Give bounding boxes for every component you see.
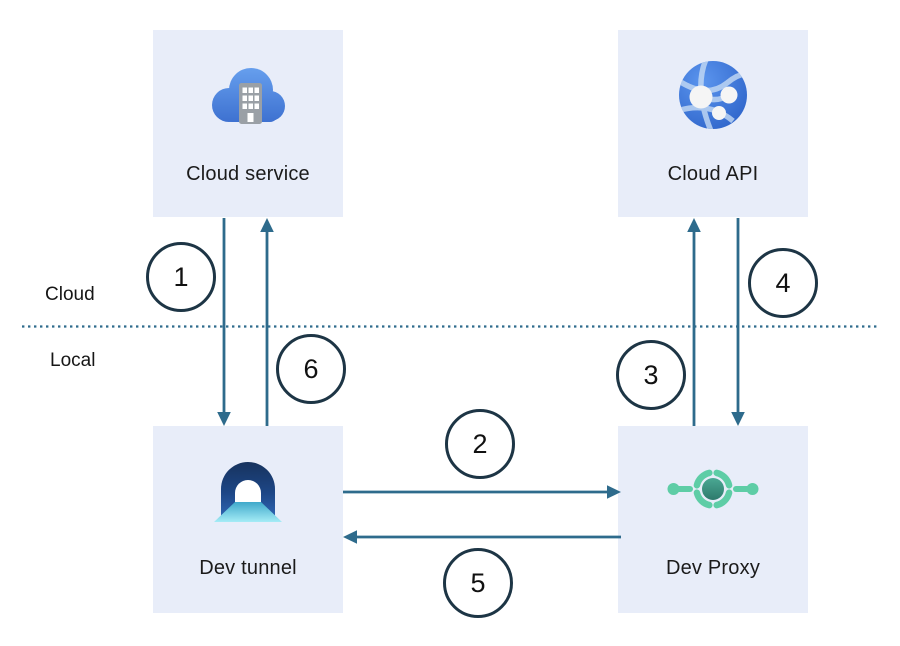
node-cloud-service: Cloud service bbox=[153, 30, 343, 217]
arrow-step-5-left bbox=[343, 530, 621, 544]
dev-proxy-icon bbox=[667, 450, 759, 528]
step-badge-6: 6 bbox=[276, 334, 346, 404]
arrow-step-1-down bbox=[217, 218, 231, 426]
node-dev-tunnel: Dev tunnel bbox=[153, 426, 343, 613]
step-badge-3: 3 bbox=[616, 340, 686, 410]
step-badge-4: 4 bbox=[748, 248, 818, 318]
arrow-step-3-up bbox=[687, 218, 701, 426]
arrow-step-4-down bbox=[731, 218, 745, 426]
step-badge-2: 2 bbox=[445, 409, 515, 479]
node-label: Cloud service bbox=[186, 163, 310, 185]
node-label: Dev Proxy bbox=[665, 557, 761, 579]
region-label-cloud: Cloud bbox=[45, 284, 95, 305]
arrow-step-6-up bbox=[260, 218, 274, 426]
node-dev-proxy: Dev Proxy bbox=[618, 426, 808, 613]
region-label-local: Local bbox=[50, 350, 96, 371]
node-label: Dev tunnel bbox=[199, 557, 297, 579]
dev-tunnel-icon bbox=[212, 450, 284, 528]
arrow-step-2-right bbox=[343, 485, 621, 499]
step-badge-5: 5 bbox=[443, 548, 513, 618]
node-label: Cloud API bbox=[667, 163, 759, 185]
step-badge-1: 1 bbox=[146, 242, 216, 312]
cloud-api-icon bbox=[677, 56, 749, 134]
node-cloud-api: Cloud API bbox=[618, 30, 808, 217]
cloud-service-icon bbox=[206, 56, 290, 134]
